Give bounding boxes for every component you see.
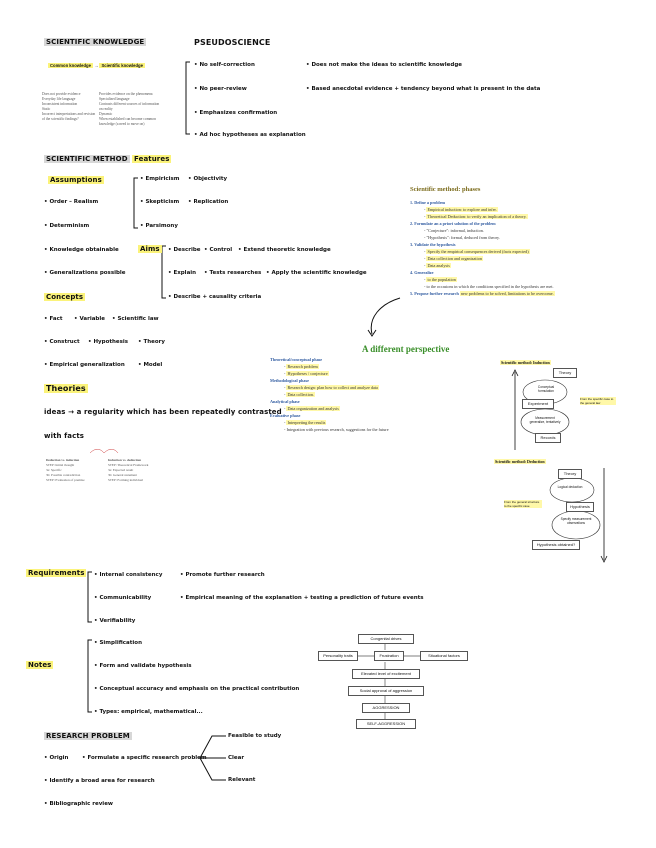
flow-node: Situational factors — [420, 651, 468, 661]
requirement-item: • Internal consistency — [94, 572, 163, 578]
flow-node: Social approval of aggression — [348, 686, 424, 696]
flow-node: AGGRESSION — [362, 703, 410, 713]
criteria-item: Relevant — [228, 777, 256, 783]
theories-title: Theories — [44, 384, 88, 393]
notes-item: • Simplification — [94, 640, 142, 646]
deduction-box: Theory — [558, 469, 582, 479]
deduction-box: Hypothesis — [566, 502, 594, 512]
aim-item: • Describe — [168, 247, 201, 253]
mini-induction-panel: Induction vs. deduction STEP: Theoretica… — [108, 458, 149, 482]
research-problem-title: RESEARCH PROBLEM — [44, 732, 132, 740]
notes-item: • Types: empirical, mathematical... — [94, 709, 203, 715]
induction-diagram-title: Scientific method: Induction — [500, 360, 551, 365]
concept-item: • Model — [138, 362, 163, 368]
aim-item: • Describe + causality criteria — [168, 294, 262, 300]
flow-node: Frustration — [374, 651, 404, 661]
phases-title: Scientific method: phases — [410, 186, 481, 193]
concept-item: • Variable — [74, 316, 105, 322]
concept-item: • Scientific law — [112, 316, 159, 322]
flow-node: Elevated level of excitement — [352, 669, 420, 679]
feature-item: • Skepticism — [140, 199, 180, 205]
research-item: • Identify a broad area for research — [44, 778, 155, 784]
assumption-item: • Knowledge obtainable — [44, 247, 119, 253]
aim-item: • Extend theoretic knowledge — [238, 247, 331, 253]
concept-item: • Hypothesis — [88, 339, 129, 345]
deduction-box: Hypothesis obtained? — [532, 540, 580, 550]
pseudo-item: • Emphasizes confirmation — [194, 110, 278, 116]
assumption-item: • Generalizations possible — [44, 270, 126, 276]
requirement-item: • Verifiability — [94, 618, 136, 624]
deduction-note: From the general structure to the specif… — [504, 500, 542, 508]
assumption-item: • Order – Realism — [44, 199, 99, 205]
scientific-method-title: SCIENTIFIC METHOD — [44, 155, 130, 163]
perspective-title: A different perspective — [362, 344, 450, 354]
feature-item: • Replication — [188, 199, 229, 205]
aim-item: • Tests researches — [204, 270, 262, 276]
assumptions-label: Assumptions — [48, 176, 104, 184]
common-knowledge-list: Does not provide evidence Everyday life … — [42, 92, 96, 121]
phases-list: 1. Define a problem - Empirical inductio… — [410, 200, 555, 296]
notes-item: • Conceptual accuracy and emphasis on th… — [94, 686, 300, 692]
research-item: • Origin — [44, 755, 69, 761]
induction-note: From the specific case to the general la… — [580, 397, 616, 405]
flow-node: Personality traits — [318, 651, 358, 661]
induction-box: Experiment — [522, 399, 554, 409]
requirements-title: Requirements — [26, 569, 87, 577]
assumption-item: • Determinism — [44, 223, 90, 229]
notes-item: • Form and validate hypothesis — [94, 663, 192, 669]
concept-item: • Theory — [138, 339, 165, 345]
concepts-label: Concepts — [44, 293, 86, 301]
criteria-item: Clear — [228, 755, 245, 761]
notes-title: Notes — [26, 661, 54, 669]
aim-item: • Explain — [168, 270, 197, 276]
pseudo-item: • Ad hoc hypotheses as explanation — [194, 132, 306, 138]
concept-item: • Fact — [44, 316, 63, 322]
deduction-diagram-title: Scientific method: Deduction — [494, 459, 546, 464]
criteria-item: Feasible to study — [228, 733, 282, 739]
deduction-note: Logical deduction — [557, 485, 583, 489]
research-item: • Formulate a specific research problem — [82, 755, 207, 761]
pseudoscience-title: PSEUDOSCIENCE — [194, 38, 271, 47]
theories-line1: ideas → a regularity which has been repe… — [44, 408, 282, 416]
feature-item: • Parsimony — [140, 223, 178, 229]
pseudo-item: • No peer-review — [194, 86, 247, 92]
requirement-item: • Communicability — [94, 595, 152, 601]
concept-item: • Empirical generalization — [44, 362, 125, 368]
induction-note: Measurement generalize, tentatively — [529, 416, 561, 424]
aims-label: Aims — [138, 245, 162, 253]
flow-node: SELF-AGGRESSION — [356, 719, 416, 729]
features-label: Features — [132, 155, 172, 163]
pseudo-right-item: • Based anecdotal evidence + tendency be… — [306, 86, 541, 92]
requirement-item: • Empirical meaning of the explanation +… — [180, 595, 424, 601]
knowledge-comparison-header: Common knowledge → Scientific knowledge — [48, 63, 145, 68]
concept-item: • Construct — [44, 339, 80, 345]
pseudo-right-item: • Does not make the ideas to scientific … — [306, 62, 462, 68]
aim-item: • Apply the scientific knowledge — [266, 270, 367, 276]
pseudo-item: • No self-correction — [194, 62, 255, 68]
scientific-knowledge-title: SCIENTIFIC KNOWLEDGE — [44, 38, 147, 46]
research-item: • Bibliographic review — [44, 801, 113, 807]
deduction-note: Specify measurement observations — [560, 517, 592, 525]
requirement-item: • Promote further research — [180, 572, 265, 578]
induction-box: Theory — [553, 368, 577, 378]
induction-box: Records — [535, 433, 561, 443]
induction-note: Conceptual formulation — [537, 385, 555, 393]
theories-line2: with facts — [44, 432, 85, 440]
scientific-knowledge-list: Provides evidence on the phenomena Speci… — [99, 92, 160, 126]
feature-item: • Objectivity — [188, 176, 228, 182]
feature-item: • Empiricism — [140, 176, 180, 182]
mini-deduction-panel: Deduction vs. induction STEP: Initial th… — [46, 458, 85, 482]
flow-node: Congenital drives — [358, 634, 414, 644]
perspective-list: Theoretical/conceptual phase - Research … — [270, 357, 389, 432]
aim-item: • Control — [204, 247, 233, 253]
